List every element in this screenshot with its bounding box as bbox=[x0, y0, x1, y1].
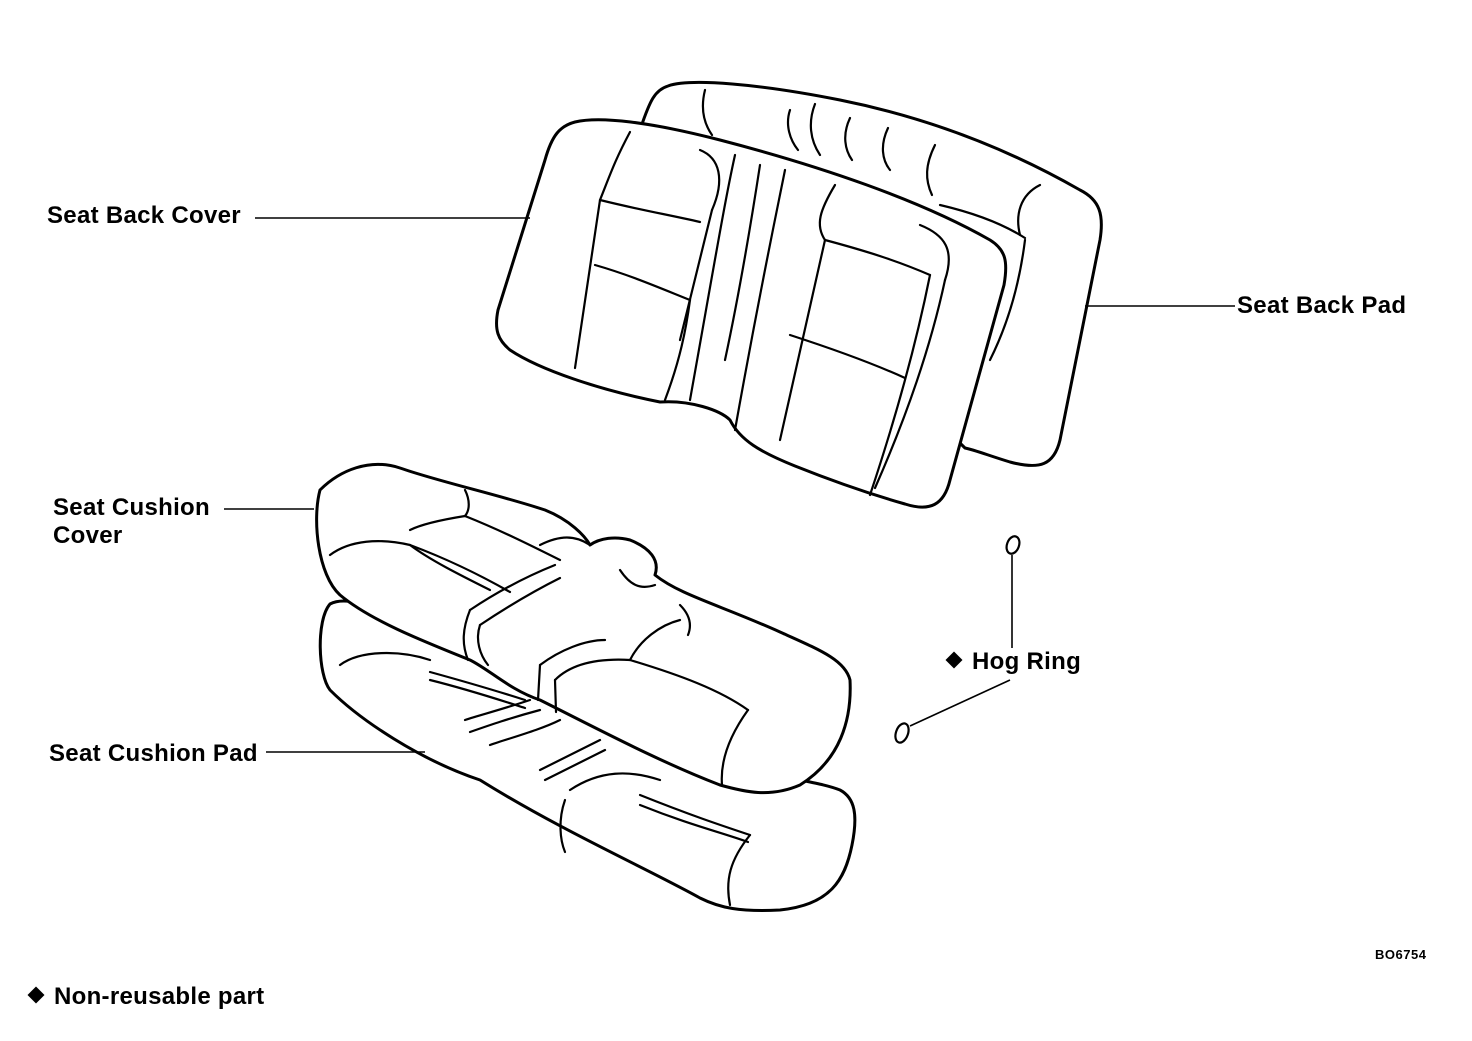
seat-back-cover-drawing bbox=[495, 118, 1008, 509]
label-seat-back-cover: Seat Back Cover bbox=[47, 202, 241, 229]
label-hog-ring-text: Hog Ring bbox=[972, 648, 1082, 675]
seat-cushion-cover-drawing bbox=[315, 463, 852, 795]
diamond-icon bbox=[27, 986, 45, 1004]
figure-code: BO6754 bbox=[1375, 947, 1427, 962]
leader-hog-ring-lower bbox=[909, 679, 1011, 727]
diamond-icon bbox=[945, 651, 963, 669]
label-seat-back-pad: Seat Back Pad bbox=[1237, 292, 1407, 319]
label-seat-cushion-cover-line1: Seat Cushion bbox=[53, 494, 210, 521]
label-seat-cushion-pad: Seat Cushion Pad bbox=[49, 740, 258, 767]
hog-ring-lower-icon bbox=[894, 722, 910, 744]
label-seat-cushion-cover-line2: Cover bbox=[53, 522, 123, 549]
legend-non-reusable-text: Non-reusable part bbox=[54, 983, 265, 1010]
hog-ring-upper-icon bbox=[1005, 535, 1021, 555]
label-hog-ring: Hog Ring bbox=[945, 648, 1082, 676]
legend-non-reusable: Non-reusable part bbox=[27, 983, 265, 1011]
seat-cushion-pad-drawing bbox=[318, 599, 857, 912]
